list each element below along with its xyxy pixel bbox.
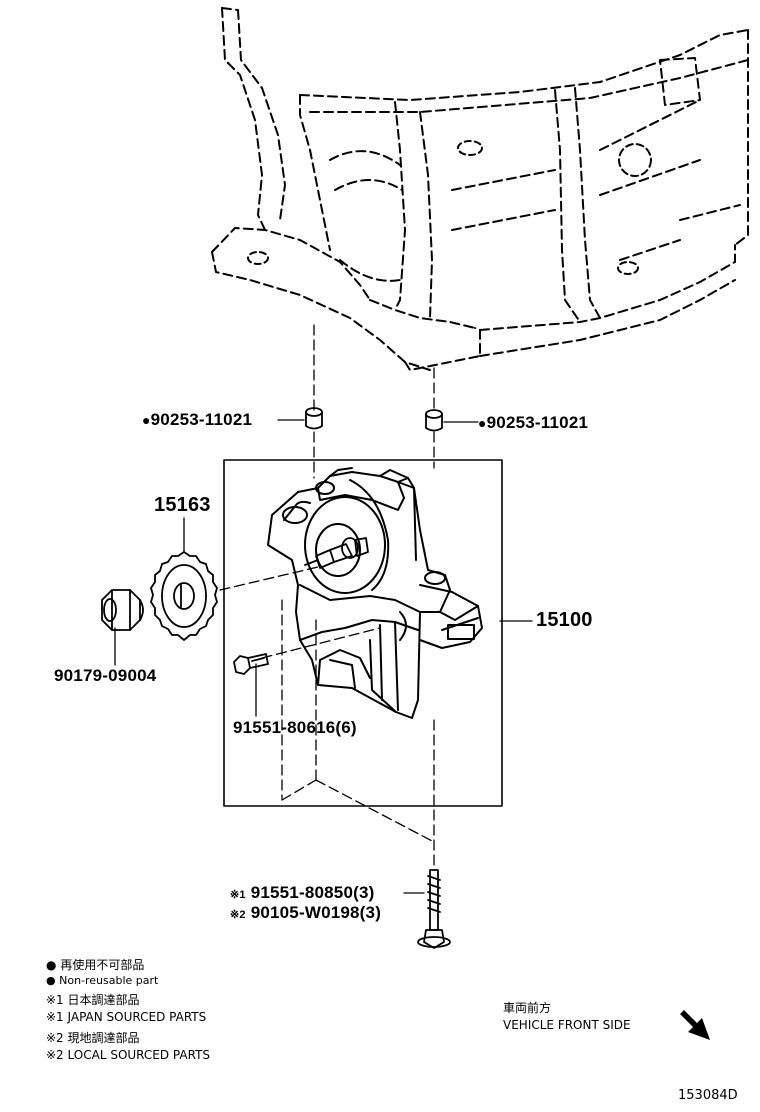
- bushing-right: [425, 409, 443, 432]
- legend-item: ※2 LOCAL SOURCED PARTS: [46, 1048, 210, 1062]
- diagram-code: 153084D: [678, 1088, 738, 1103]
- sprocket-nut: [101, 589, 144, 631]
- label-pump-bolt: 91551-80616(6): [233, 718, 357, 738]
- part-number: 90105-W0198(3): [250, 903, 382, 922]
- part-number: 90179-09004: [54, 666, 157, 685]
- label-mount-bolt-japan: ※1 91551-80850(3): [230, 883, 374, 903]
- label-bushing-left: ●90253-11021: [142, 410, 252, 430]
- oil-pump-assembly: [267, 467, 483, 719]
- non-reusable-mark: ●: [478, 415, 487, 431]
- alignment-lines: [219, 324, 435, 871]
- legend-mark: ※1: [46, 993, 64, 1007]
- label-bushing-right: ●90253-11021: [478, 413, 588, 433]
- bushing-left: [305, 407, 323, 430]
- part-number: 15163: [154, 494, 211, 516]
- legend-text: 再使用不可部品: [60, 958, 145, 972]
- legend-item: ● Non-reusable part: [46, 974, 158, 987]
- vehicle-front-arrow: [676, 1010, 710, 1040]
- legend-item: ※1 日本調達部品: [46, 991, 140, 1008]
- vehicle-front-jp: 車両前方: [503, 1001, 552, 1015]
- part-number: 91551-80850(3): [250, 883, 375, 902]
- pump-bolt: [233, 653, 269, 675]
- oil-pump-sprocket: [150, 551, 218, 641]
- label-nut: 90179-09004: [54, 666, 156, 686]
- non-reusable-mark: ●: [142, 412, 151, 428]
- label-pump-assy: 15100: [536, 609, 593, 632]
- legend-text: 現地調達部品: [67, 1031, 140, 1045]
- legend-text: 日本調達部品: [67, 993, 140, 1007]
- legend-mark: ●: [46, 974, 56, 987]
- label-mount-bolt-local: ※2 90105-W0198(3): [230, 903, 381, 923]
- legend-item: ※2 現地調達部品: [46, 1029, 140, 1046]
- local-sourced-mark: ※2: [230, 909, 246, 921]
- block-hole: [457, 140, 483, 156]
- part-number: 15100: [536, 609, 593, 631]
- leader-lines: [114, 419, 533, 894]
- mounting-bolt: [417, 869, 451, 949]
- part-number: 90253-11021: [150, 410, 253, 429]
- japan-sourced-mark: ※1: [230, 889, 246, 901]
- block-hole: [617, 261, 639, 275]
- engine-block-outline: [211, 7, 749, 371]
- legend-item: ※1 JAPAN SOURCED PARTS: [46, 1010, 206, 1024]
- legend-text: JAPAN SOURCED PARTS: [67, 1010, 207, 1024]
- legend-mark: ※2: [46, 1031, 64, 1045]
- legend-mark: ※1: [46, 1010, 64, 1024]
- block-hole: [247, 251, 269, 265]
- label-sprocket: 15163: [154, 494, 211, 517]
- part-number: 91551-80616(6): [233, 718, 357, 737]
- legend-item: ● 再使用不可部品: [46, 956, 144, 973]
- legend-mark: ●: [46, 958, 57, 972]
- pump-shaft: [304, 537, 369, 569]
- legend-mark: ※2: [46, 1048, 64, 1062]
- assembly-frame: [223, 459, 503, 807]
- vehicle-front-en: VEHICLE FRONT SIDE: [503, 1018, 631, 1032]
- part-number: 90253-11021: [486, 413, 589, 432]
- legend-text: LOCAL SOURCED PARTS: [67, 1048, 211, 1062]
- legend-text: Non-reusable part: [59, 974, 159, 987]
- block-boss: [618, 143, 652, 177]
